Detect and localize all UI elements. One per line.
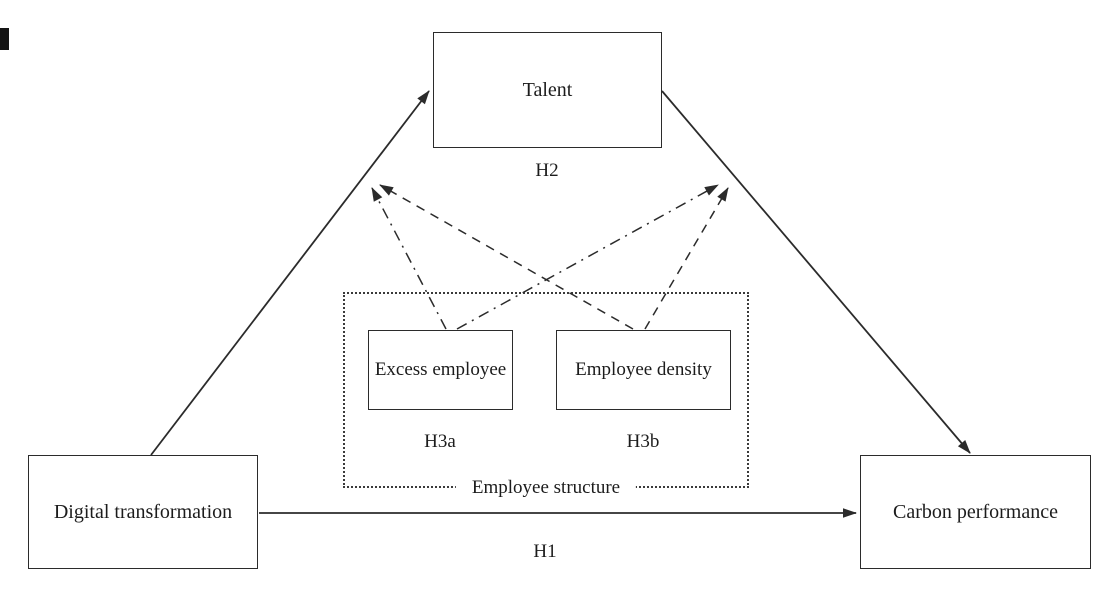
- node-carbon-performance-label: Carbon performance: [893, 500, 1058, 523]
- node-digital-transformation-label: Digital transformation: [53, 500, 233, 523]
- employee-structure-group: Employee structure: [343, 292, 749, 499]
- hypothesis-h3a-label: H3a: [424, 431, 456, 452]
- employee-structure-label: Employee structure: [455, 477, 637, 499]
- hypothesis-h1-label: H1: [533, 541, 557, 562]
- node-employee-density: Employee density: [556, 330, 731, 410]
- node-employee-density-label: Employee density: [575, 359, 712, 380]
- arrow-density-to-left-path: [379, 184, 634, 330]
- hypothesis-h3b-label: H3b: [626, 431, 660, 452]
- page-edge-mark: [0, 28, 9, 50]
- node-excess-employee-label: Excess employee: [374, 359, 507, 380]
- hypothesis-h2-label: H2: [535, 160, 559, 181]
- node-talent-label: Talent: [522, 78, 573, 101]
- node-carbon-performance: Carbon performance: [860, 455, 1091, 569]
- node-digital-transformation: Digital transformation: [28, 455, 258, 569]
- node-talent: Talent: [433, 32, 662, 148]
- arrow-dt-to-talent: [150, 90, 430, 456]
- arrow-excess-to-right-path: [456, 184, 719, 330]
- arrow-talent-to-carbon: [661, 90, 971, 454]
- node-excess-employee: Excess employee: [368, 330, 513, 410]
- arrow-density-to-right-path: [644, 187, 729, 330]
- arrow-excess-to-left-path: [371, 187, 447, 330]
